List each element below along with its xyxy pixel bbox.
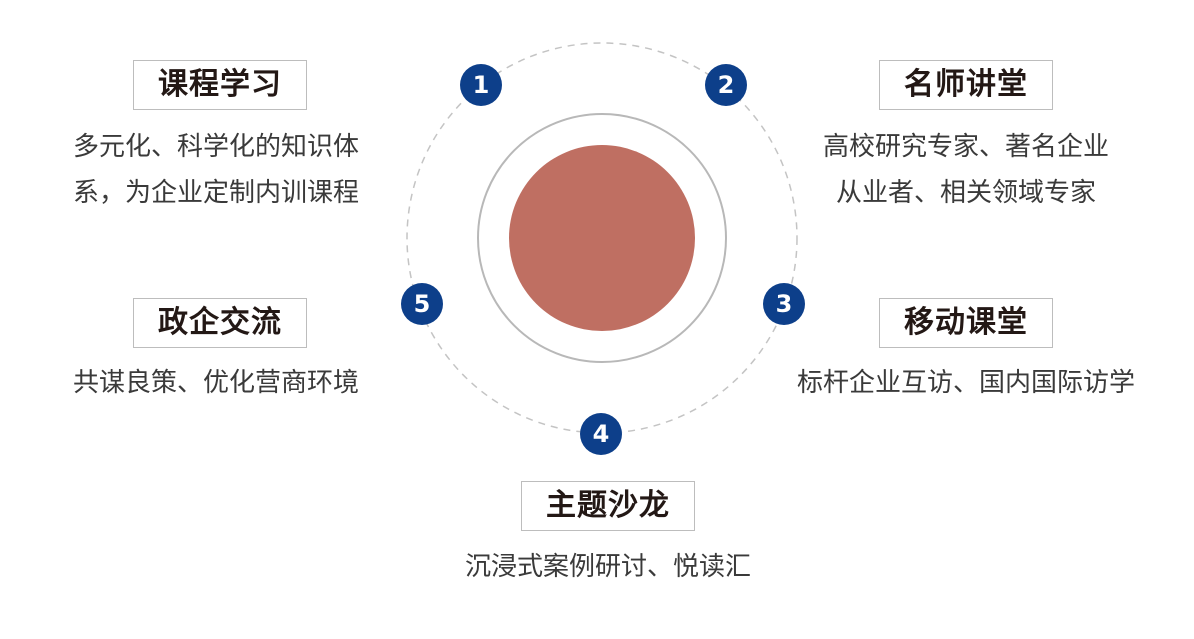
node-5-title: 政企交流 — [133, 298, 307, 348]
node-4-description: 沉浸式案例研讨、悦读汇 — [440, 544, 776, 590]
inner-ring — [477, 113, 727, 363]
node-1-badge: 1 — [460, 64, 502, 106]
node-4-desc-line-1: 沉浸式案例研讨、悦读汇 — [464, 552, 751, 582]
node-5-description: 共谋良策、优化营商环境 — [73, 360, 359, 406]
node-3-desc-line-1: 标杆企业互访、国内国际访学 — [796, 368, 1135, 398]
node-1-desc-line-2: 系，为企业定制内训课程 — [73, 178, 360, 208]
node-3-title: 移动课堂 — [879, 298, 1053, 348]
dashed-orbit — [406, 42, 798, 434]
node-1-description: 多元化、科学化的知识体 系，为企业定制内训课程 — [73, 124, 359, 216]
node-4-badge: 4 — [580, 413, 622, 455]
node-5-desc-line-1: 共谋良策、优化营商环境 — [73, 368, 360, 398]
node-2-desc-line-1: 高校研究专家、著名企业 — [822, 132, 1109, 162]
node-2-desc-line-2: 从业者、相关领域专家 — [835, 178, 1096, 208]
node-3-description: 标杆企业互访、国内国际访学 — [780, 360, 1152, 406]
center-circle — [509, 145, 695, 331]
node-3-badge: 3 — [763, 283, 805, 325]
node-1-desc-line-1: 多元化、科学化的知识体 — [73, 132, 360, 162]
node-5-badge: 5 — [401, 283, 443, 325]
node-2-badge: 2 — [705, 64, 747, 106]
node-1-title: 课程学习 — [133, 60, 307, 110]
node-2-description: 高校研究专家、著名企业 从业者、相关领域专家 — [804, 124, 1128, 216]
node-2-title: 名师讲堂 — [879, 60, 1053, 110]
node-4-title: 主题沙龙 — [521, 481, 695, 531]
